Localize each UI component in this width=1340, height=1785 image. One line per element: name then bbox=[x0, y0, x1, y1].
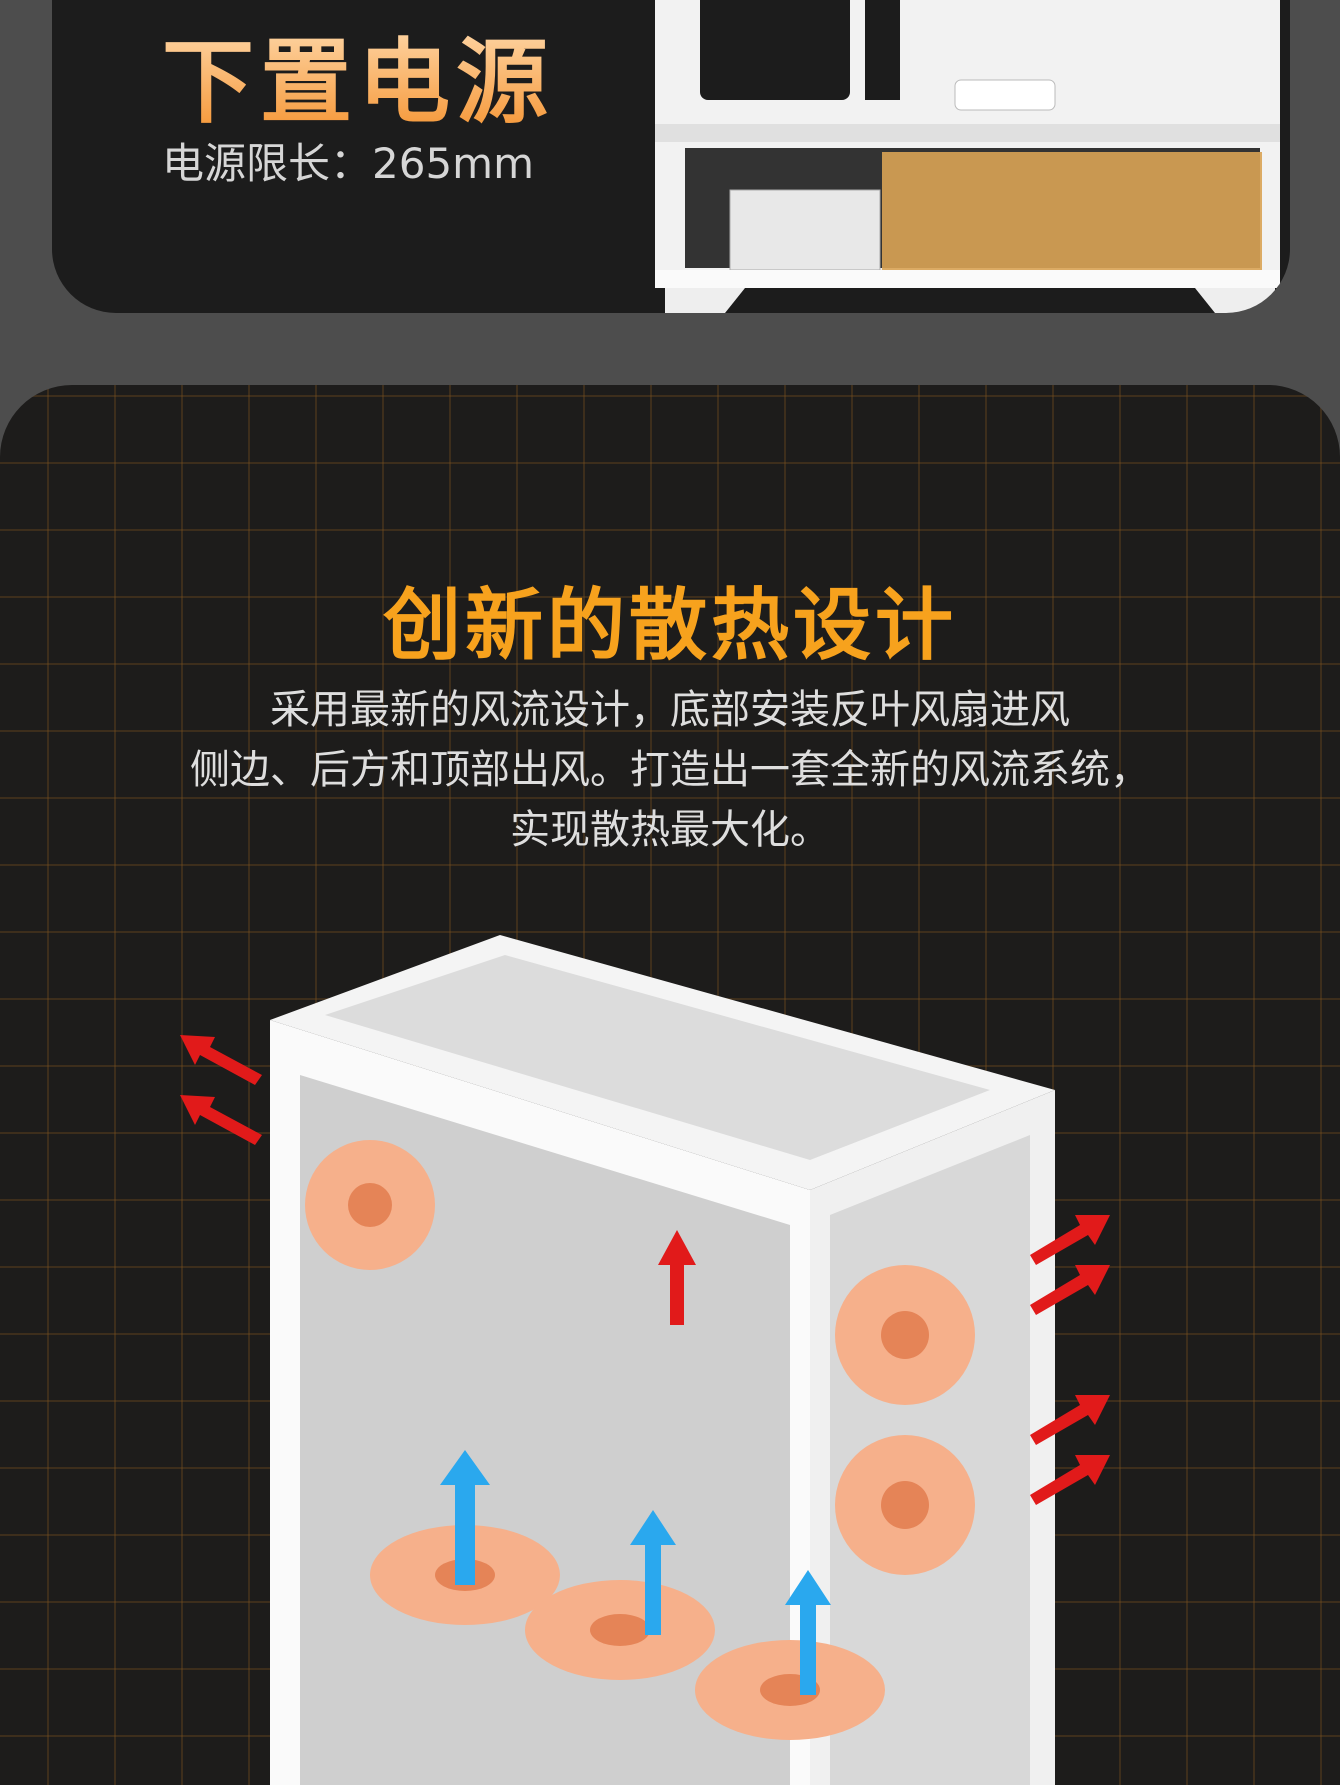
exhaust-arrows bbox=[180, 1035, 1110, 1505]
description-line: 侧边、后方和顶部出风。打造出一套全新的风流系统， bbox=[190, 747, 1150, 793]
psu-length-spec: 电源限长：265mm bbox=[162, 139, 534, 188]
case-airflow-image bbox=[180, 935, 1110, 1785]
psu-title: 下置电源 bbox=[162, 8, 554, 141]
description-line: 采用最新的风流设计，底部安装反叶风扇进风 bbox=[270, 687, 1070, 733]
fan-side bbox=[835, 1265, 975, 1575]
description-line: 实现散热最大化。 bbox=[510, 807, 830, 853]
psu-section: 下置电源 电源限长：265mm bbox=[52, 0, 1290, 313]
intake-arrows bbox=[440, 1450, 831, 1695]
cooling-description: 采用最新的风流设计，底部安装反叶风扇进风 侧边、后方和顶部出风。打造出一套全新的… bbox=[0, 680, 1340, 860]
cooling-title: 创新的散热设计 bbox=[382, 581, 957, 671]
case-psu-chamber-image bbox=[655, 0, 1280, 313]
fan-rear bbox=[305, 1140, 435, 1270]
cooling-section: 创新的散热设计 采用最新的风流设计，底部安装反叶风扇进风 侧边、后方和顶部出风。… bbox=[0, 385, 1340, 1785]
